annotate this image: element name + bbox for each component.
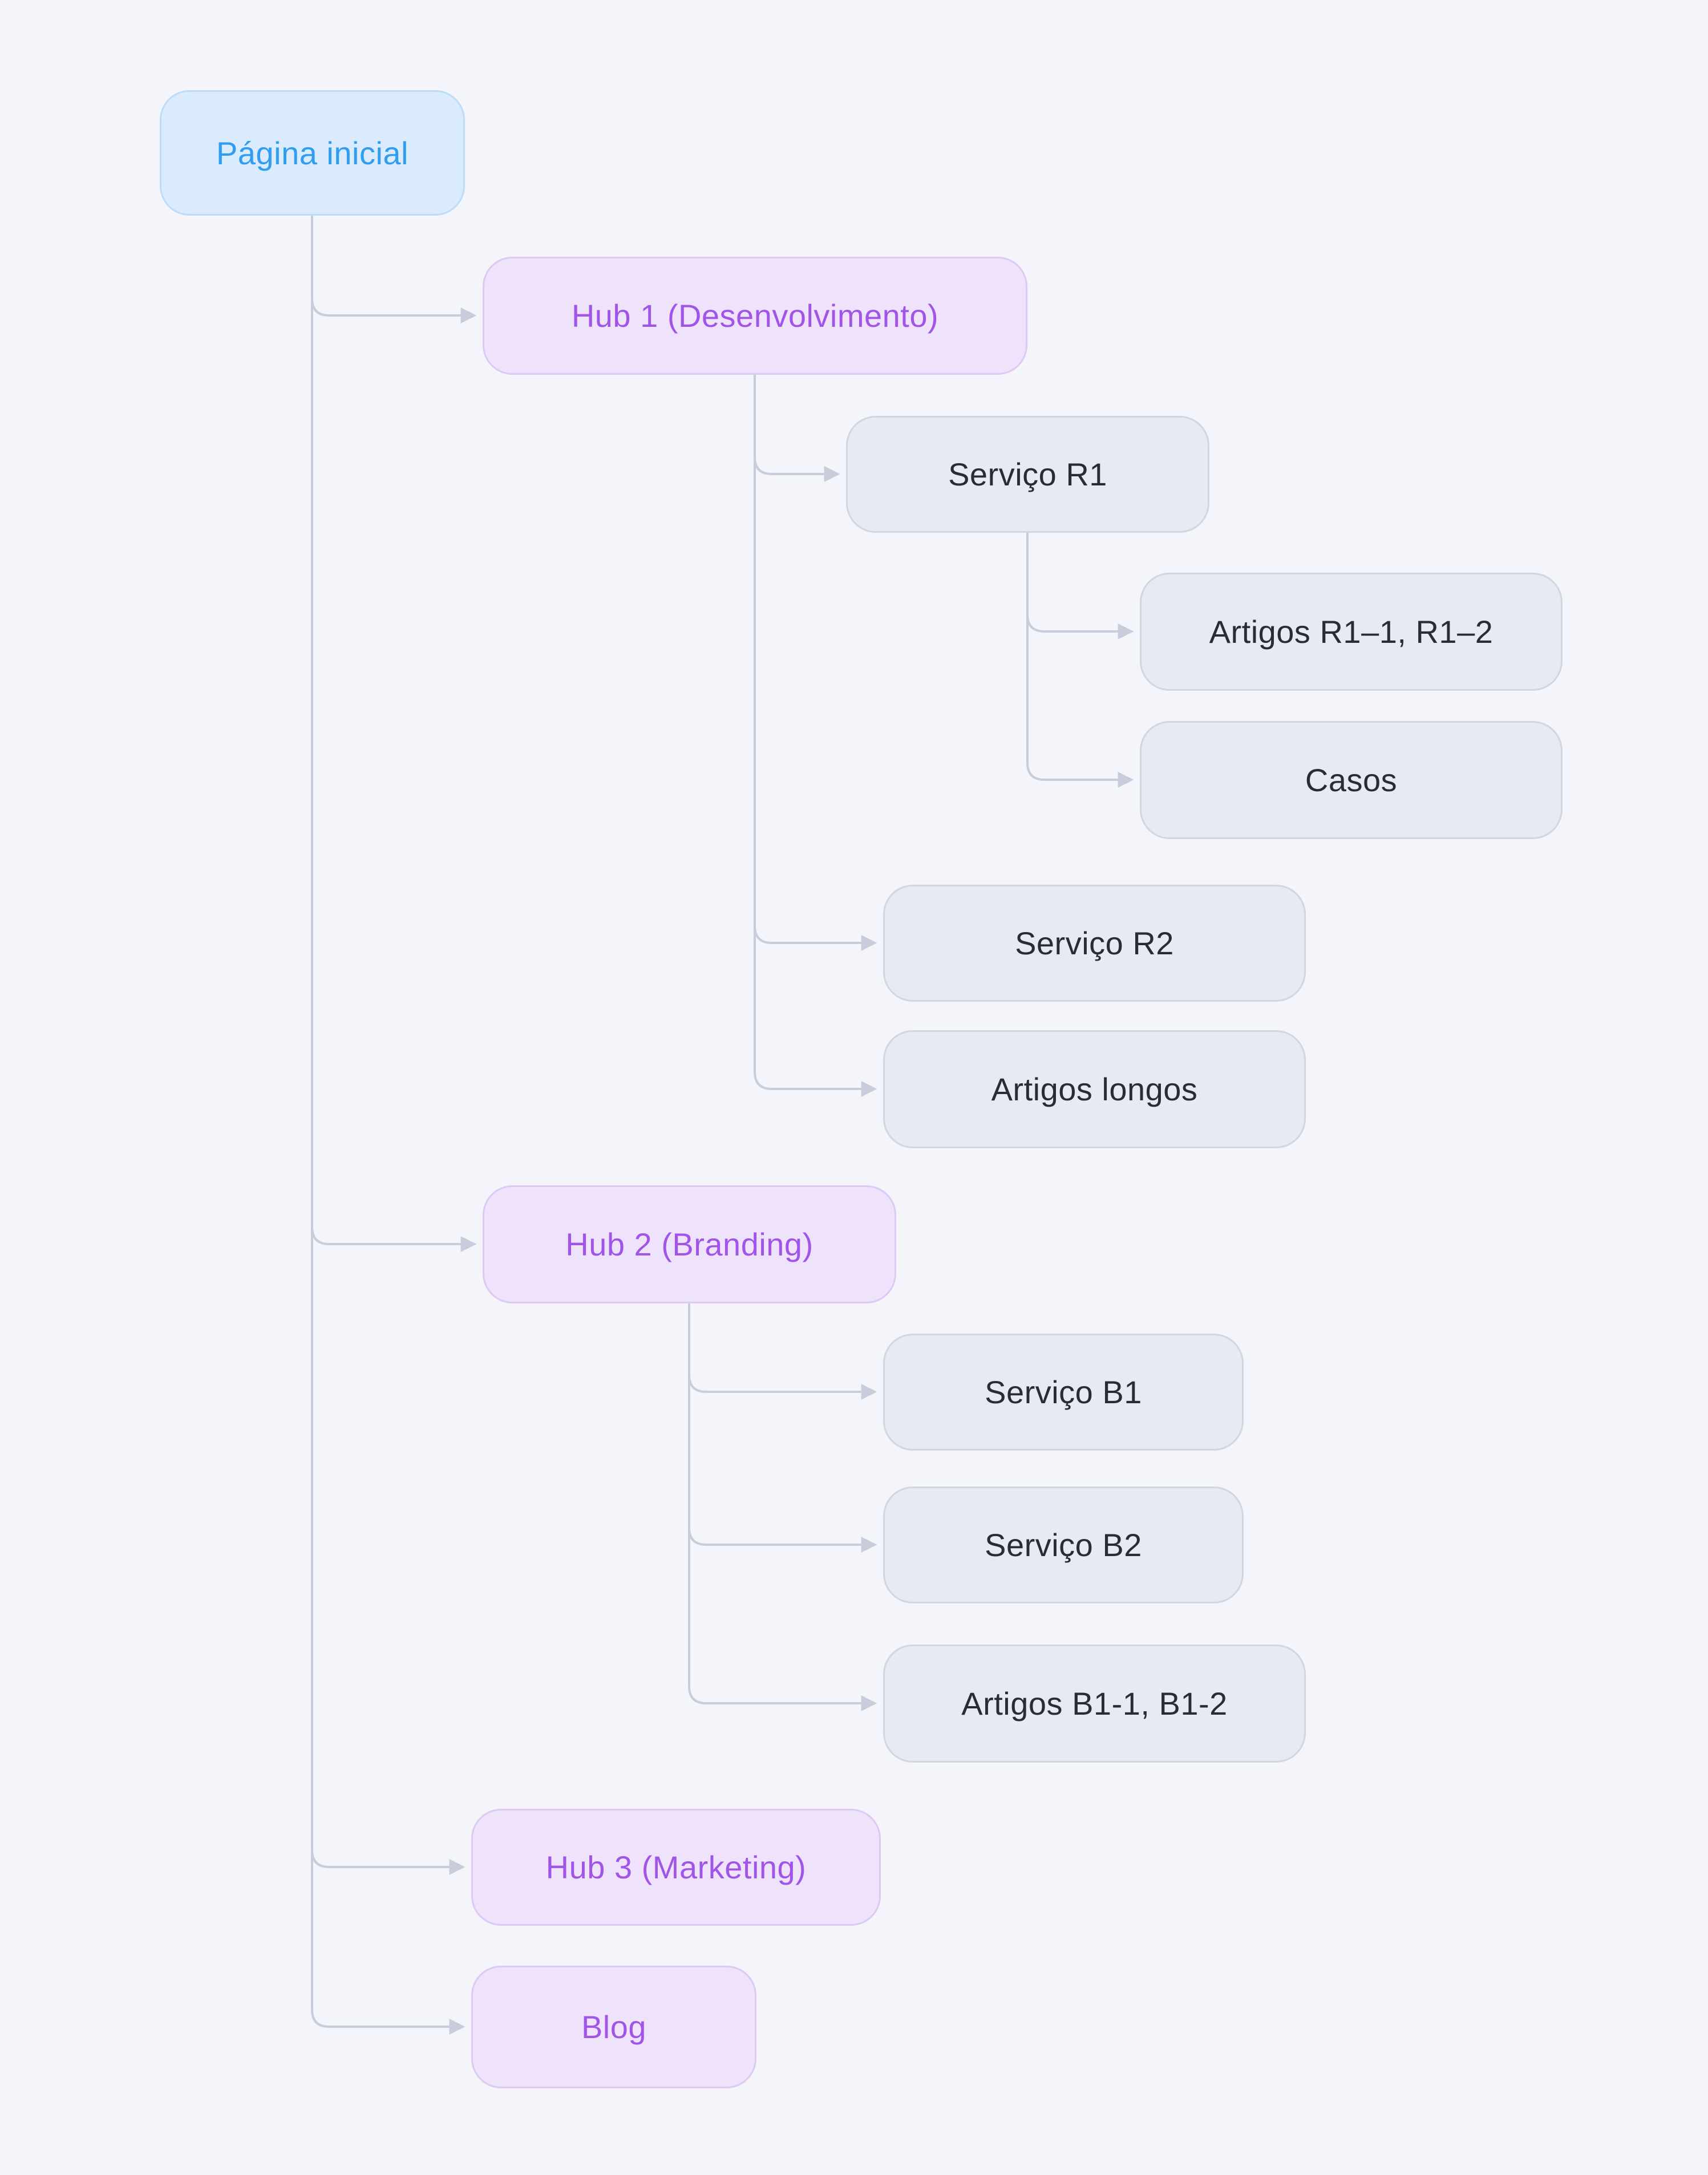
- node-servico-b1: Serviço B1: [883, 1334, 1244, 1451]
- node-label: Serviço R2: [1015, 925, 1174, 961]
- node-artigos-r1: Artigos R1–1, R1–2: [1140, 573, 1563, 691]
- node-hub3-marketing: Hub 3 (Marketing): [471, 1809, 881, 1926]
- node-label: Casos: [1305, 762, 1398, 798]
- node-label: Hub 1 (Desenvolvimento): [571, 298, 939, 334]
- connector-hub2-servico-b2: [688, 1302, 877, 1553]
- connector-r1-casos: [1026, 532, 1134, 788]
- connector-r1-artigos-r1: [1026, 532, 1134, 639]
- node-label: Página inicial: [216, 135, 408, 171]
- node-servico-b2: Serviço B2: [883, 1487, 1244, 1603]
- connector-hub2-servico-b1: [688, 1302, 877, 1400]
- node-artigos-longos: Artigos longos: [883, 1030, 1306, 1148]
- node-blog: Blog: [471, 1966, 756, 2088]
- connector-hub1-artigos-longos: [754, 374, 877, 1097]
- node-servico-r2: Serviço R2: [883, 885, 1306, 1002]
- node-label: Artigos longos: [991, 1071, 1198, 1107]
- node-label: Artigos R1–1, R1–2: [1209, 614, 1494, 650]
- node-label: Artigos B1-1, B1-2: [961, 1686, 1228, 1722]
- node-casos: Casos: [1140, 721, 1563, 839]
- node-label: Hub 3 (Marketing): [545, 1849, 807, 1885]
- node-label: Blog: [581, 2009, 647, 2045]
- node-servico-r1: Serviço R1: [846, 416, 1209, 533]
- node-hub2-branding: Hub 2 (Branding): [483, 1185, 896, 1303]
- node-label: Hub 2 (Branding): [565, 1226, 813, 1262]
- connector-home-hub2: [311, 214, 477, 1252]
- connector-home-hub3: [311, 214, 466, 1875]
- connector-hub2-artigos-b1: [688, 1302, 877, 1711]
- node-artigos-b1: Artigos B1-1, B1-2: [883, 1645, 1306, 1763]
- connector-home-blog: [311, 214, 466, 2035]
- node-pagina-inicial: Página inicial: [160, 90, 465, 216]
- node-label: Serviço B2: [985, 1527, 1142, 1563]
- connector-hub1-servico-r1: [754, 374, 840, 482]
- node-label: Serviço R1: [948, 456, 1107, 492]
- connector-home-hub1: [311, 214, 477, 323]
- node-label: Serviço B1: [985, 1374, 1142, 1410]
- node-hub1-desenvolvimento: Hub 1 (Desenvolvimento): [483, 257, 1027, 375]
